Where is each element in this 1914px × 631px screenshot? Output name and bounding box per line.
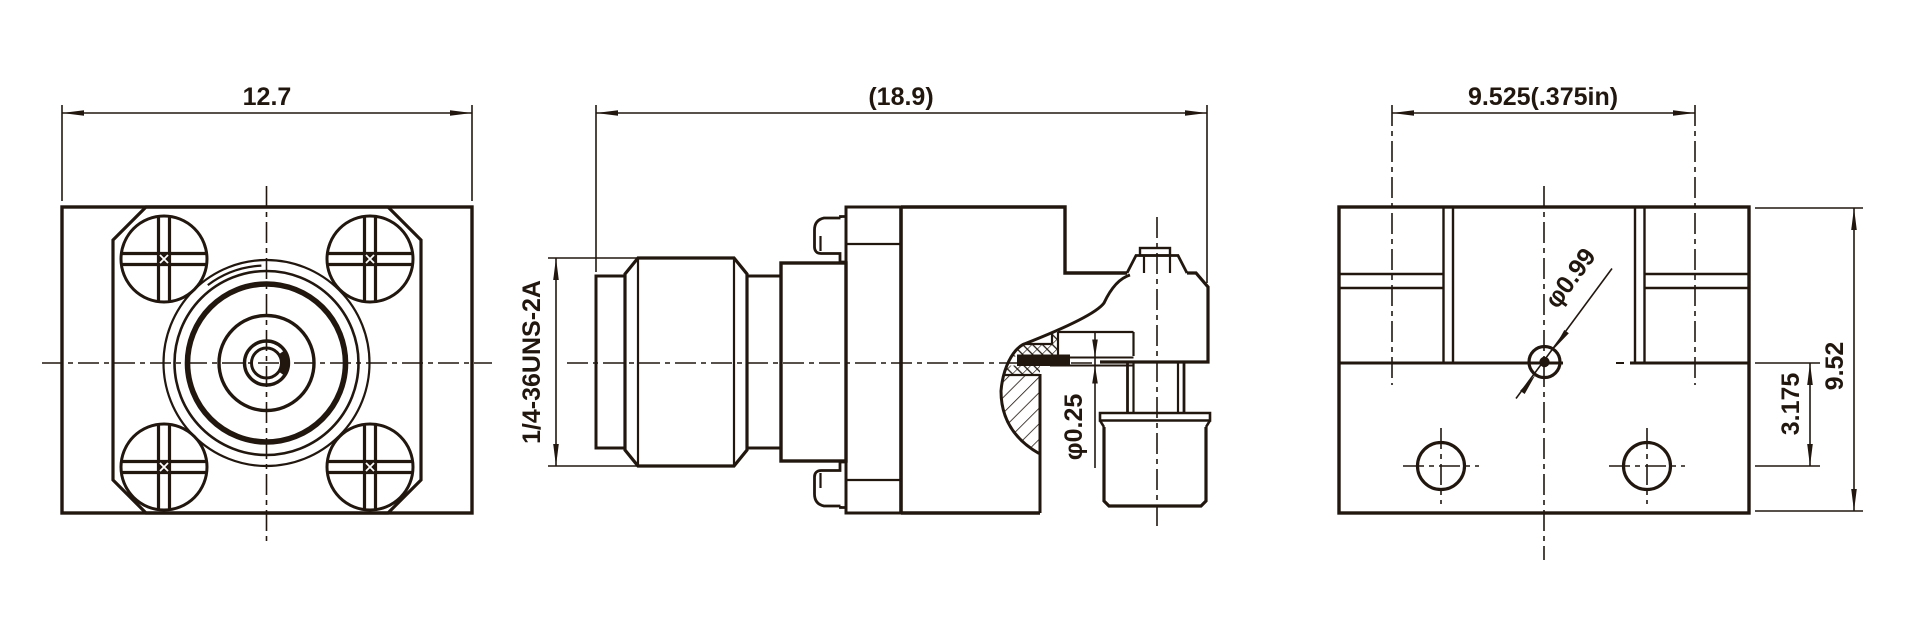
front-view-centerlines	[42, 186, 492, 541]
circle-edge	[217, 313, 316, 413]
rear-dim-offset-label: 3.175	[1777, 373, 1805, 436]
outline-path	[1807, 363, 1813, 385]
side-dim-length	[595, 105, 1208, 283]
outline-path	[365, 462, 375, 472]
outline-path	[159, 254, 169, 264]
circle-edge	[1621, 440, 1673, 492]
outline-path	[1098, 411, 1212, 422]
side-interface-tip	[594, 274, 627, 450]
side-dim-length-label: (18.9)	[868, 83, 933, 111]
circle-edge	[242, 339, 291, 387]
circle-edge	[184, 281, 349, 445]
side-flange-plate	[844, 205, 903, 515]
circle-edge	[325, 214, 415, 304]
outline-path	[450, 110, 472, 116]
circle-edge	[1415, 440, 1467, 492]
outline-path	[1807, 444, 1813, 466]
front-flange-outline	[111, 205, 423, 515]
side-body-block	[901, 205, 1127, 515]
rear-inner-horizontals	[1339, 272, 1749, 290]
outline-path	[1001, 375, 1040, 454]
outline-path	[1673, 110, 1695, 116]
front-screws	[119, 214, 415, 512]
front-dim-width	[61, 105, 473, 201]
face-rect	[844, 205, 903, 515]
circle-edge	[119, 422, 209, 512]
outline-path	[596, 110, 618, 116]
side-hex-screw	[1125, 246, 1189, 274]
outline-path	[813, 460, 846, 508]
circle-edge	[119, 214, 209, 304]
rear-body-outline	[1337, 205, 1751, 515]
outline-path	[553, 258, 559, 280]
front-coax-circles	[162, 258, 371, 468]
side-view-centerlines	[567, 217, 1158, 527]
outline-path	[1392, 110, 1414, 116]
outline-path	[62, 110, 84, 116]
outline-path	[278, 350, 289, 376]
circle-edge	[162, 258, 371, 468]
front-view: 12.7	[42, 83, 492, 541]
outline-path	[1092, 365, 1098, 384]
side-threaded-barrel	[623, 256, 749, 468]
side-launch-cylinder	[1098, 411, 1212, 508]
screw-top-left	[119, 214, 209, 304]
outline-path	[207, 264, 262, 286]
side-dim-thread	[548, 257, 640, 467]
front-dim-width-label: 12.7	[243, 83, 292, 111]
outline-path	[1851, 489, 1857, 511]
rear-view-centerlines	[1391, 105, 1696, 560]
outline-path	[1185, 110, 1207, 116]
screw-bottom-right	[325, 422, 415, 512]
side-screw-top	[813, 215, 846, 264]
side-view: (18.9) 1/4-36UNS-2A φ0.25	[518, 83, 1212, 527]
rear-dim-spacing	[1392, 110, 1695, 116]
outline-path	[839, 215, 846, 218]
circle-edge	[325, 422, 415, 512]
side-hatch-regions	[1001, 333, 1070, 454]
side-shoulder	[779, 261, 848, 463]
outline-path	[1010, 333, 1058, 357]
rear-mounting-holes	[1415, 440, 1673, 492]
outline-path	[839, 506, 846, 509]
rear-dim-hole	[1515, 268, 1613, 399]
circle-edge	[1527, 344, 1562, 380]
outline-path	[365, 254, 375, 264]
outline-path	[1102, 427, 1208, 508]
side-dim-thread-label: 1/4-36UNS-2A	[518, 280, 546, 444]
outline-path	[1520, 374, 1536, 395]
rear-dim-height-label: 9.52	[1821, 342, 1849, 391]
outline-path	[1092, 339, 1098, 358]
side-center-pin	[1050, 356, 1134, 367]
rear-dim-offset	[1755, 362, 1820, 467]
screw-top-right	[325, 214, 415, 304]
outline-path	[1553, 329, 1569, 350]
rear-inner-verticals	[1442, 207, 1646, 363]
outline-path	[901, 205, 1127, 275]
side-dim-pin-label: φ0.25	[1060, 394, 1088, 461]
rear-view: 9.525(.375in) φ0.99 3.175 9.52	[1337, 83, 1863, 560]
side-dim-pin	[1092, 331, 1098, 468]
side-leg-tube	[1126, 362, 1186, 413]
outline-path	[1098, 419, 1212, 428]
rear-dim-spacing-label: 9.525(.375in)	[1468, 83, 1618, 111]
circle-edge	[173, 269, 360, 457]
outline-path	[1100, 271, 1210, 364]
side-neck	[745, 274, 783, 450]
outline-path	[553, 444, 559, 466]
rear-dim-height	[1755, 207, 1863, 512]
outline-path	[1851, 208, 1857, 230]
outline-path	[159, 462, 169, 472]
rear-dim-hole-label: φ0.99	[1540, 243, 1602, 313]
side-screw-bottom	[813, 460, 846, 509]
screw-bottom-left	[119, 422, 209, 512]
face-rect	[1138, 246, 1172, 257]
side-bracket-arm	[1100, 271, 1210, 364]
outline-path	[813, 216, 846, 264]
face-rect	[1017, 354, 1070, 366]
outline-path	[1003, 365, 1040, 375]
